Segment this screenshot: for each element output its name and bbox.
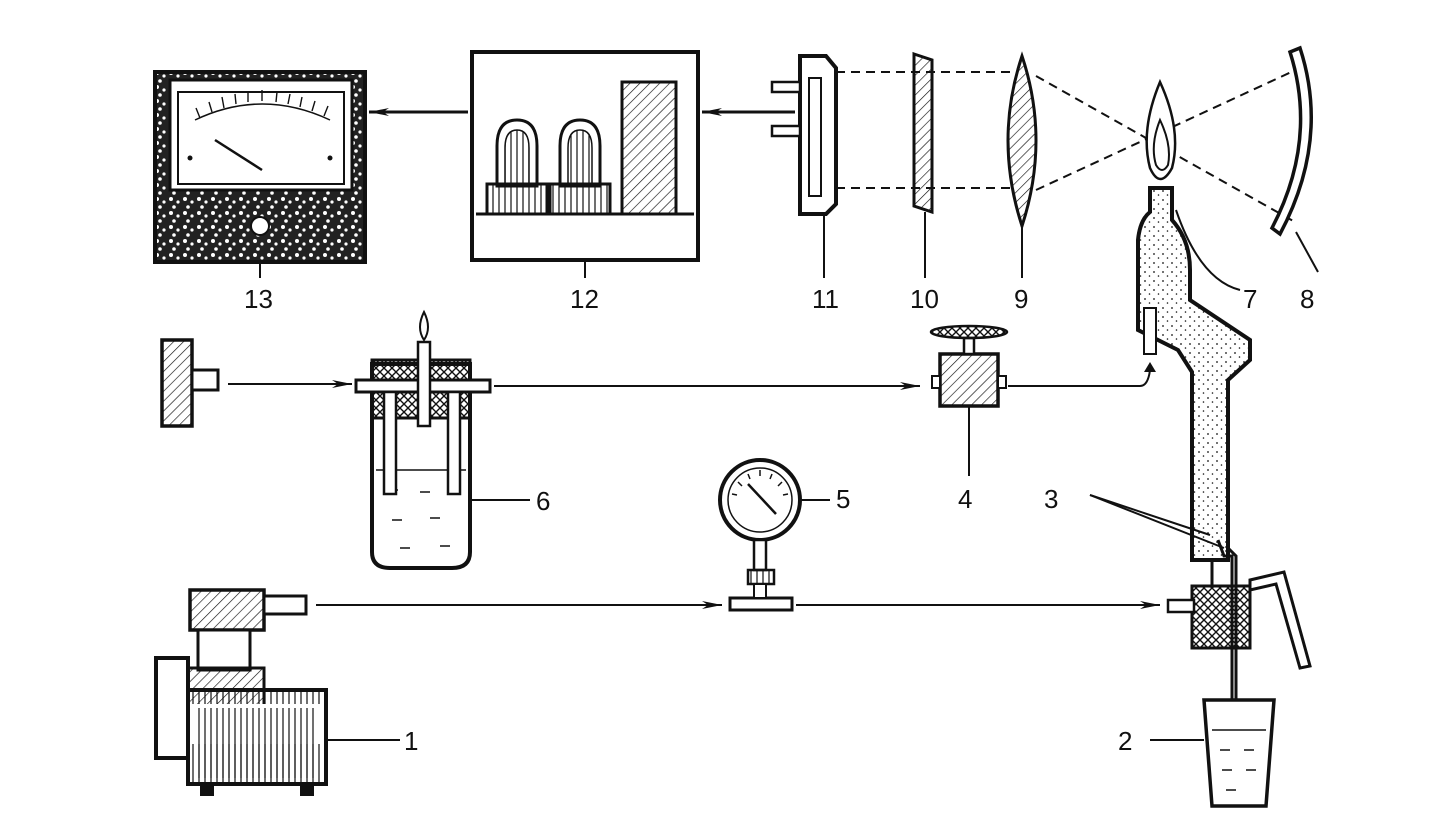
label-10: 10 [910,284,939,314]
wash-bottle-6 [354,309,530,570]
amplifier-12 [470,50,700,278]
label-2: 2 [1118,726,1132,756]
gas-line-3 [1008,369,1151,387]
label-8: 8 [1300,284,1314,314]
label-4: 4 [958,484,972,514]
light-rays [836,67,1301,223]
regulating-valve-4 [929,324,1009,476]
label-11: 11 [812,284,839,314]
manometer-5 [718,458,830,612]
label-12: 12 [570,284,599,314]
air-compressor-1 [154,588,400,796]
photocell-11 [770,54,838,278]
burner-7 [1136,78,1252,562]
label-7: 7 [1243,284,1257,314]
galvanometer-13 [153,70,367,278]
condenser-lens-9 [1006,51,1038,278]
label-5: 5 [836,484,850,514]
label-3: 3 [1044,484,1058,514]
label-1: 1 [404,726,418,756]
concave-mirror-8 [1269,45,1319,273]
sample-beaker-2 [1150,698,1276,808]
nebulizer-3 [1089,494,1312,740]
label-6: 6 [536,486,550,516]
label-9: 9 [1014,284,1028,314]
label-13: 13 [244,284,273,314]
light-filter-10 [912,51,934,278]
gas-cylinder-valve [160,338,220,428]
